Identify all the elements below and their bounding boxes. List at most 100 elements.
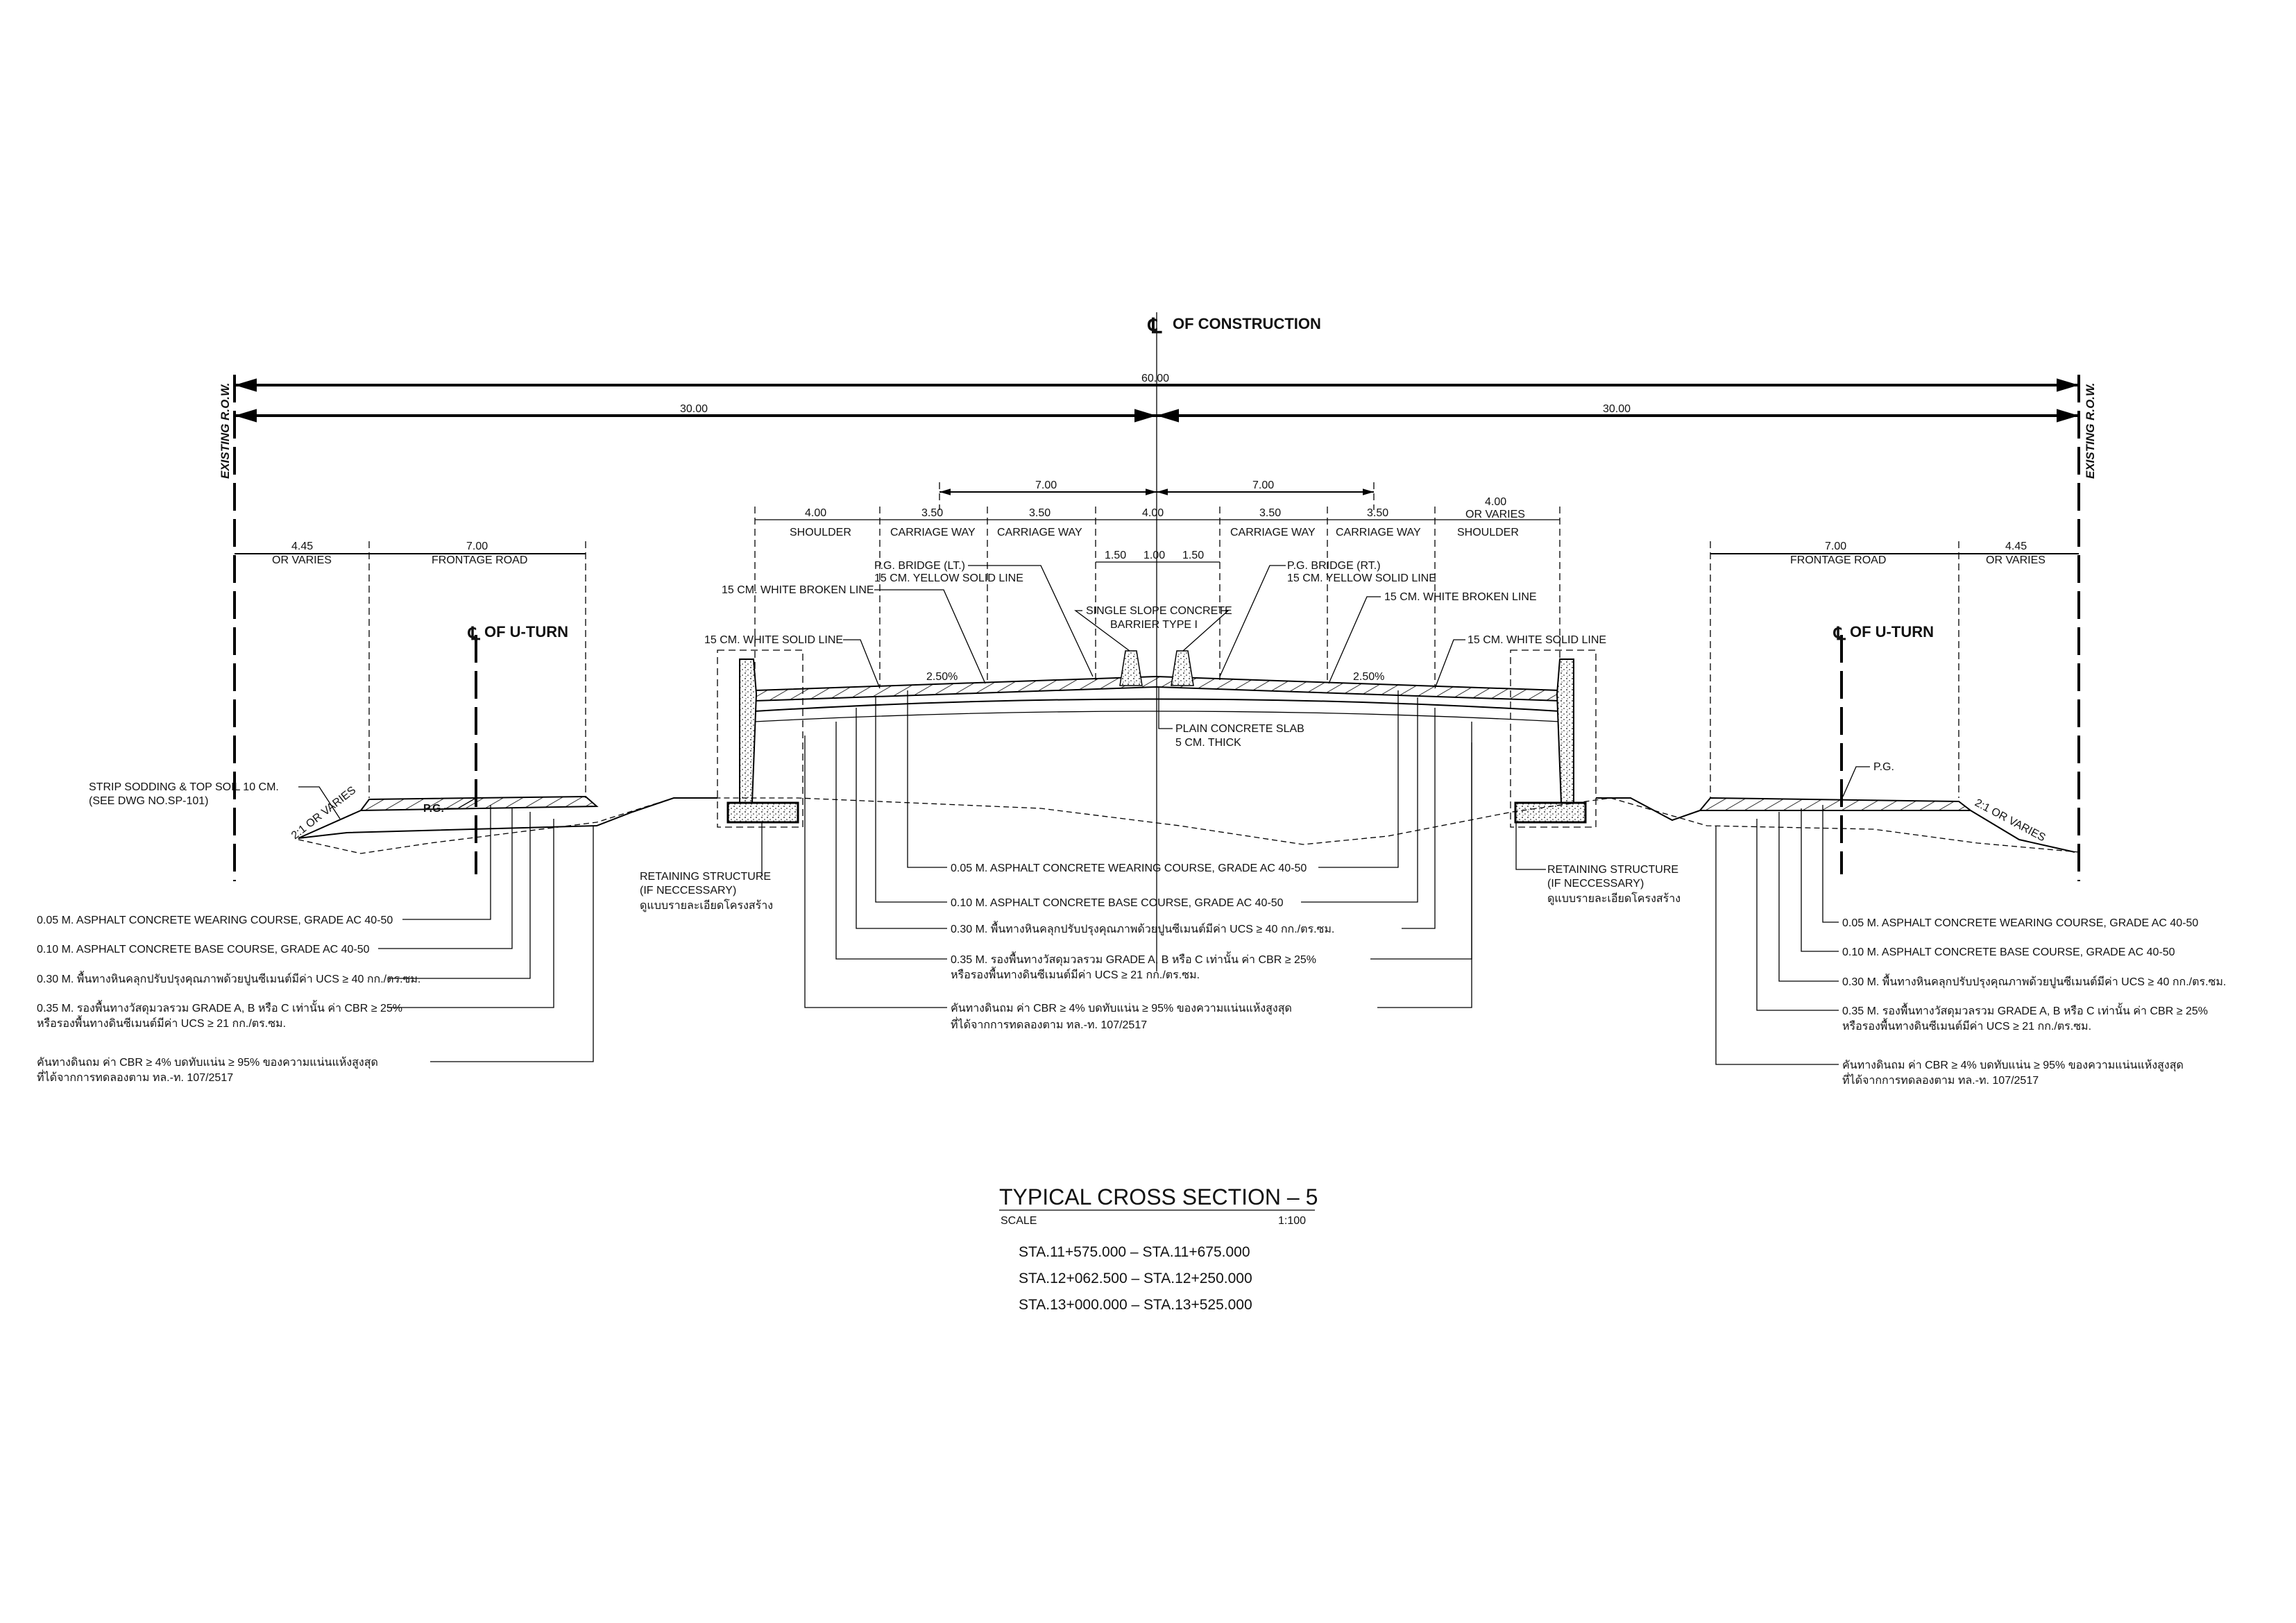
uturn-cl-symbol: ℄ [468, 623, 481, 644]
yellow-line-lt-label: 15 CM. YELLOW SOLID LINE [874, 572, 1023, 584]
pg-label: P.G. [423, 803, 444, 815]
title-block: TYPICAL CROSS SECTION – 5 SCALE 1:100 ST… [999, 1184, 1318, 1313]
frontage-right: 7.00 FRONTAGE ROAD 4.45 OR VARIES ℄ OF U… [1596, 541, 2079, 874]
frontage-width: 7.00 [466, 541, 488, 552]
layer-cement-base: 0.30 M. พื้นทางหินคลุกปรับปรุงคุณภาพด้วย… [37, 971, 420, 986]
white-broken-rt-label: 15 CM. WHITE BROKEN LINE [1384, 591, 1537, 603]
retaining-left-2: (IF NECCESSARY) [640, 885, 736, 897]
frontage-left: 4.45 OR VARIES 7.00 FRONTAGE ROAD ℄ OF U… [89, 541, 717, 874]
retaining-box-left [717, 649, 803, 828]
retaining-footing-left [726, 801, 799, 824]
layer-wearing: 0.05 M. ASPHALT CONCRETE WEARING COURSE,… [951, 863, 1307, 874]
dim-half-left: 30.00 [680, 403, 708, 415]
cl-symbol: ℄ [1147, 315, 1162, 338]
uturn-label: OF U-TURN [484, 623, 568, 640]
dim-direction-right: 7.00 [1252, 479, 1274, 491]
retaining-left-1: RETAINING STRUCTURE [640, 871, 771, 883]
offset-note: OR VARIES [1986, 554, 2046, 566]
layer-embankment-2: ที่ได้จากการทดลองตาม ทล.-ท. 107/2517 [37, 1069, 233, 1084]
layer-subbase-2: หรือรองพื้นทางดินซีเมนต์มีค่า UCS ≥ 21 ก… [951, 967, 1200, 981]
row-lines: EXISTING R.O.W. EXISTING R.O.W. 60.00 30… [219, 373, 2097, 881]
lane-label: SHOULDER [790, 527, 851, 538]
uturn-cl-symbol: ℄ [1833, 623, 1846, 644]
sodding-label-2: (SEE DWG NO.SP-101) [89, 795, 208, 807]
yellow-line-rt-label: 15 CM. YELLOW SOLID LINE [1287, 572, 1436, 584]
drawing-title: TYPICAL CROSS SECTION – 5 [999, 1184, 1318, 1209]
retaining-box-right [1510, 649, 1597, 828]
layer-embankment-1: คันทางดินถม ค่า CBR ≥ 4% บดทับแน่น ≥ 95%… [951, 1002, 1292, 1015]
median-dim: 1.50 [1105, 550, 1126, 561]
layer-embankment-2: ที่ได้จากการทดลองตาม ทล.-ท. 107/2517 [951, 1017, 1147, 1031]
existing-row-left: EXISTING R.O.W. [219, 382, 232, 479]
retaining-left-3: ดูแบบรายละเอียดโครงสร้าง [640, 899, 773, 912]
slope-left: 2.50% [926, 671, 958, 683]
layer-cement-base: 0.30 M. พื้นทางหินคลุกปรับปรุงคุณภาพด้วย… [951, 921, 1334, 936]
white-solid-rt-label: 15 CM. WHITE SOLID LINE [1468, 634, 1606, 646]
main-roadway: 2.50% 2.50% [717, 649, 1597, 828]
layer-leaders [378, 690, 1839, 1065]
median-dim: 1.00 [1143, 550, 1165, 561]
lane-width: 3.50 [921, 507, 943, 519]
existing-ground-line [298, 797, 2080, 854]
layer-subbase-1: 0.35 M. รองพื้นทางวัสดุมวลรวม GRADE A, B… [951, 951, 1316, 967]
pg-bridge-rt-label: P.G. BRIDGE (RT.) [1287, 560, 1381, 572]
median-dim: 1.50 [1182, 550, 1204, 561]
scale-label: SCALE [1001, 1215, 1037, 1227]
layer-embankment-1: คันทางดินถม ค่า CBR ≥ 4% บดทับแน่น ≥ 95%… [1842, 1059, 2184, 1072]
median-barrier-right [1171, 650, 1194, 686]
offset-width: 4.45 [291, 541, 313, 552]
dim-direction-left: 7.00 [1035, 479, 1057, 491]
lane-label: CARRIAGE WAY [1230, 527, 1316, 538]
slope-right: 2.50% [1353, 671, 1384, 683]
lane-width: 3.50 [1259, 507, 1281, 519]
barrier-label-2: BARRIER TYPE I [1110, 619, 1198, 631]
white-broken-lt-label: 15 CM. WHITE BROKEN LINE [722, 584, 874, 596]
frontage-label: FRONTAGE ROAD [432, 554, 527, 566]
frontage-width: 7.00 [1825, 541, 1846, 552]
layer-embankment-2: ที่ได้จากการทดลองตาม ทล.-ท. 107/2517 [1842, 1072, 2039, 1087]
offset-width: 4.45 [2005, 541, 2027, 552]
layer-subbase-1: 0.35 M. รองพื้นทางวัสดุมวลรวม GRADE A, B… [37, 1000, 402, 1015]
station-range: STA.11+575.000 – STA.11+675.000 [1019, 1244, 1250, 1260]
lane-width: 4.00 [805, 507, 826, 519]
scale-value: 1:100 [1278, 1215, 1306, 1227]
retaining-wall-right [1556, 658, 1574, 804]
pg-bridge-lt-label: P.G. BRIDGE (LT.) [874, 560, 965, 572]
pg-label: P.G. [1873, 761, 1894, 773]
layer-wearing: 0.05 M. ASPHALT CONCRETE WEARING COURSE,… [1842, 917, 2198, 929]
construction-centerline: ℄ OF CONSTRUCTION [1147, 312, 1321, 971]
retaining-right-1: RETAINING STRUCTURE [1547, 864, 1678, 876]
lane-label: CARRIAGE WAY [1336, 527, 1421, 538]
lane-label: CARRIAGE WAY [890, 527, 976, 538]
layer-base: 0.10 M. ASPHALT CONCRETE BASE COURSE, GR… [1842, 946, 2175, 958]
layer-labels-left: 0.05 M. ASPHALT CONCRETE WEARING COURSE,… [37, 915, 420, 1084]
lane-width: 3.50 [1029, 507, 1051, 519]
lane-label: SHOULDER [1457, 527, 1519, 538]
frontage-label: FRONTAGE ROAD [1790, 554, 1886, 566]
lane-width: 3.50 [1367, 507, 1388, 519]
lane-width: 4.00 [1142, 507, 1164, 519]
station-range: STA.12+062.500 – STA.12+250.000 [1019, 1271, 1252, 1286]
layer-subbase-1: 0.35 M. รองพื้นทางวัสดุมวลรวม GRADE A, B… [1842, 1003, 2208, 1018]
median-barrier-left [1119, 650, 1143, 686]
layer-labels-center: 0.05 M. ASPHALT CONCRETE WEARING COURSE,… [951, 863, 1334, 1031]
slab-label-1: PLAIN CONCRETE SLAB [1175, 723, 1304, 735]
layer-subbase-2: หรือรองพื้นทางดินซีเมนต์มีค่า UCS ≥ 21 ก… [37, 1015, 286, 1030]
layer-base: 0.10 M. ASPHALT CONCRETE BASE COURSE, GR… [37, 944, 370, 955]
lane-label: CARRIAGE WAY [997, 527, 1082, 538]
white-solid-lt-label: 15 CM. WHITE SOLID LINE [704, 634, 843, 646]
layer-wearing: 0.05 M. ASPHALT CONCRETE WEARING COURSE,… [37, 915, 393, 926]
lane-note: OR VARIES [1465, 509, 1525, 520]
layer-cement-base: 0.30 M. พื้นทางหินคลุกปรับปรุงคุณภาพด้วย… [1842, 974, 2226, 989]
barrier-label-1: SINGLE SLOPE CONCRETE [1086, 605, 1232, 617]
retaining-right-2: (IF NECCESSARY) [1547, 878, 1644, 890]
layer-base: 0.10 M. ASPHALT CONCRETE BASE COURSE, GR… [951, 897, 1284, 909]
dim-half-right: 30.00 [1603, 403, 1631, 415]
dim-total-width: 60.00 [1141, 373, 1169, 384]
retaining-wall-left [739, 658, 758, 804]
cl-construction-label: OF CONSTRUCTION [1173, 315, 1321, 332]
retaining-right-3: ดูแบบรายละเอียดโครงสร้าง [1547, 892, 1681, 906]
sodding-label-1: STRIP SODDING & TOP SOIL 10 CM. [89, 781, 279, 793]
main-annotations: P.G. BRIDGE (LT.) 15 CM. YELLOW SOLID LI… [640, 560, 1681, 912]
